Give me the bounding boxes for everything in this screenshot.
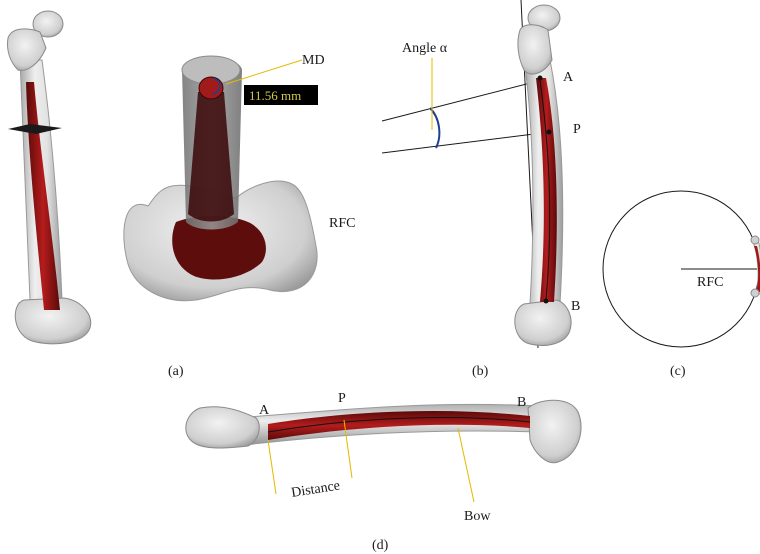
panel-label-c: (c) xyxy=(670,364,686,379)
bow-leader xyxy=(457,427,475,503)
panel-a-cross-section: MD 11.56 mm RFC xyxy=(123,53,355,302)
medullary-canal-b xyxy=(536,78,557,302)
panel-label-d: (d) xyxy=(372,538,389,553)
cross-section-plane xyxy=(8,124,62,134)
femoral-head xyxy=(32,10,64,38)
panel-a-femur xyxy=(7,10,92,345)
canal-center-line-d xyxy=(267,416,531,433)
panel-b-femur: Angle α A P B xyxy=(381,0,581,349)
panel-label-b: (b) xyxy=(472,364,489,379)
point-p-marker xyxy=(546,129,552,135)
mini-canal xyxy=(754,246,760,292)
femoral-condyles-b xyxy=(514,299,572,346)
md-label: MD xyxy=(302,53,325,68)
measurement-box xyxy=(244,85,318,105)
point-b-label: B xyxy=(571,299,580,314)
femoral-head-d xyxy=(185,406,260,449)
point-a-label: A xyxy=(563,70,574,85)
distance-leader-1 xyxy=(267,439,277,495)
axis-line-upper xyxy=(381,79,543,122)
femoral-neck-b xyxy=(517,24,553,75)
point-p-label: P xyxy=(573,122,581,137)
mini-femur-head xyxy=(750,235,760,245)
panel-d-femur: A P B Distance Bow xyxy=(185,391,582,524)
angle-label: Angle α xyxy=(402,41,448,56)
rfc-label-c: RFC xyxy=(697,275,723,290)
medullary-canal-d xyxy=(268,410,530,440)
canal-center-line xyxy=(539,79,551,301)
md-circle xyxy=(201,77,221,95)
point-b-marker xyxy=(543,298,549,304)
point-a-label-d: A xyxy=(259,403,270,418)
distance-label: Distance xyxy=(290,478,341,500)
bow-label: Bow xyxy=(464,509,491,524)
inner-canal-shaft xyxy=(188,92,234,222)
femoral-condyles-d xyxy=(527,399,582,464)
mini-femur-condyle xyxy=(750,288,760,298)
canal-cross-section xyxy=(172,216,266,280)
distance-leader-2 xyxy=(343,419,353,479)
femoral-condyles xyxy=(14,297,92,345)
point-b-label-d: B xyxy=(517,395,526,410)
panel-c-curvature: RFC xyxy=(602,190,760,348)
md-leader xyxy=(225,59,303,85)
panel-label-a: (a) xyxy=(168,364,184,379)
point-a-marker xyxy=(537,75,543,81)
femoral-neck xyxy=(7,28,47,71)
point-p-label-d: P xyxy=(338,391,346,406)
angle-arc xyxy=(429,107,441,149)
measurement-value: 11.56 mm xyxy=(249,88,301,103)
rfc-label-a: RFC xyxy=(329,216,355,231)
canal-top xyxy=(198,76,224,100)
axis-line-lower xyxy=(381,131,551,154)
medullary-canal xyxy=(26,82,60,310)
